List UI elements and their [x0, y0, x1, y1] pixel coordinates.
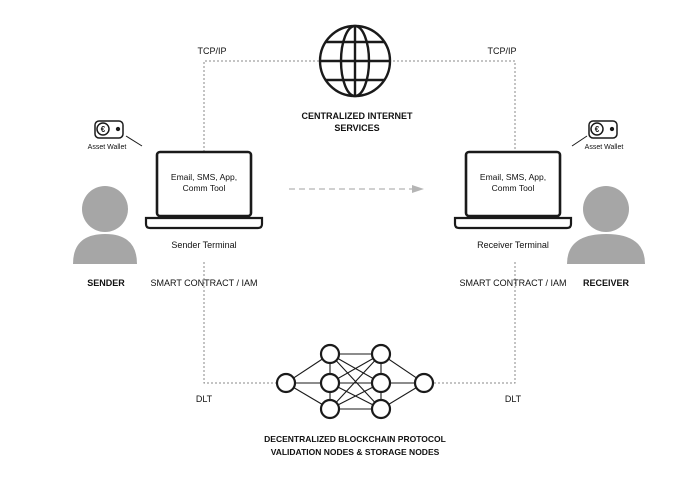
- receiver-screen-line2: Comm Tool: [491, 183, 535, 193]
- tcp-ip-label-right: TCP/IP: [487, 46, 517, 56]
- left-bottom-connector: [203, 262, 290, 384]
- blockchain-title-line1: DECENTRALIZED BLOCKCHAIN PROTOCOL: [264, 434, 446, 444]
- receiver-laptop-icon: [453, 150, 573, 230]
- sender-laptop-icon: [144, 150, 264, 230]
- network-node: [275, 372, 297, 394]
- receiver-dlt-label: DLT: [504, 394, 522, 404]
- network-node: [370, 372, 392, 394]
- sender-wallet-icon: €: [94, 120, 143, 147]
- network-node: [319, 343, 341, 365]
- network-node: [370, 343, 392, 365]
- globe-icon: [318, 24, 392, 98]
- receiver-wallet-icon: €: [571, 120, 618, 147]
- sender-screen-line1: Email, SMS, App,: [170, 172, 238, 182]
- receiver-terminal-label: Receiver Terminal: [477, 240, 549, 250]
- top-connector: [203, 60, 516, 152]
- svg-text:€: €: [101, 125, 106, 134]
- centralized-services-title: CENTRALIZED INTERNET SERVICES: [302, 110, 413, 134]
- tcp-ip-label-left: TCP/IP: [197, 46, 227, 56]
- receiver-person-icon: [567, 186, 645, 264]
- sender-contract-label: SMART CONTRACT / IAM: [150, 278, 258, 288]
- right-bottom-connector: [428, 262, 516, 384]
- svg-text:€: €: [595, 125, 600, 134]
- network-node: [319, 372, 341, 394]
- centralized-title-line1: CENTRALIZED INTERNET: [301, 111, 413, 121]
- blockchain-title-line2: VALIDATION NODES & STORAGE NODES: [270, 447, 440, 457]
- receiver-screen-text: Email, SMS, App, Comm Tool: [473, 172, 553, 194]
- network-node: [413, 372, 435, 394]
- sender-screen-text: Email, SMS, App, Comm Tool: [164, 172, 244, 194]
- centralized-title-line2: SERVICES: [334, 123, 380, 133]
- receiver-label: RECEIVER: [582, 278, 630, 288]
- sender-dlt-label: DLT: [195, 394, 213, 404]
- network-node: [370, 398, 392, 420]
- message-arrow: [289, 185, 424, 193]
- network-nodes-icon: [275, 343, 435, 420]
- receiver-screen-line1: Email, SMS, App,: [479, 172, 547, 182]
- sender-label: SENDER: [87, 278, 125, 288]
- receiver-wallet-label: Asset Wallet: [584, 144, 624, 151]
- sender-terminal-label: Sender Terminal: [171, 240, 237, 250]
- sender-person-icon: [73, 186, 137, 264]
- blockchain-protocol-title: DECENTRALIZED BLOCKCHAIN PROTOCOL VALIDA…: [264, 433, 446, 459]
- sender-wallet-label: Asset Wallet: [87, 144, 127, 151]
- network-node: [319, 398, 341, 420]
- receiver-contract-label: SMART CONTRACT / IAM: [459, 278, 567, 288]
- connector-lines: [203, 60, 516, 384]
- sender-screen-line2: Comm Tool: [182, 183, 226, 193]
